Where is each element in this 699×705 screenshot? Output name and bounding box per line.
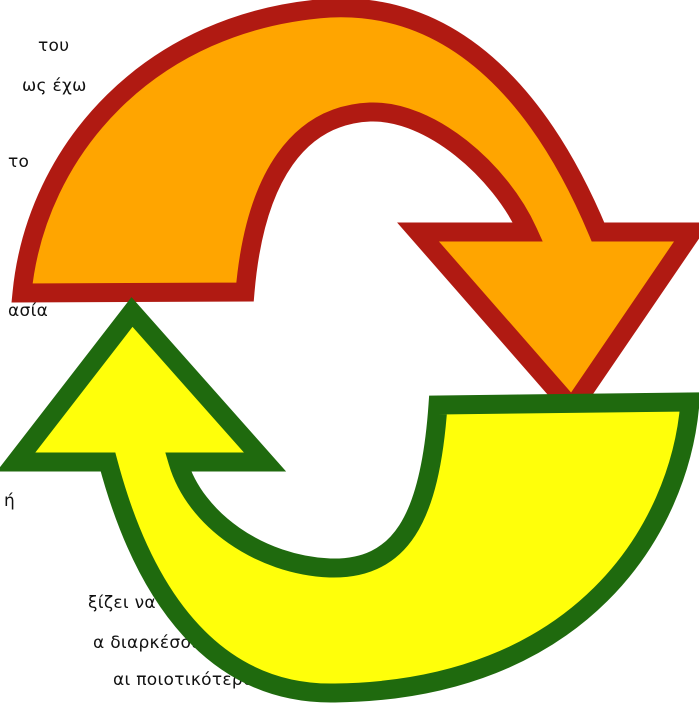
text-fragment-7: α διαρκέσουν xyxy=(93,633,212,653)
curved-arrow-clockwise-icon xyxy=(11,0,699,424)
text-fragment-5: ή xyxy=(4,491,16,511)
text-fragment-8: αι ποιοτικότερο xyxy=(113,670,254,690)
text-fragment-3: το xyxy=(8,152,30,172)
text-fragment-1: του xyxy=(38,36,70,56)
curved-arrow-return-icon xyxy=(0,297,699,703)
text-fragment-4: ασία xyxy=(8,301,49,321)
text-fragment-6: ξίζει να xyxy=(88,593,156,613)
text-fragment-2: ως έχω xyxy=(22,76,87,96)
